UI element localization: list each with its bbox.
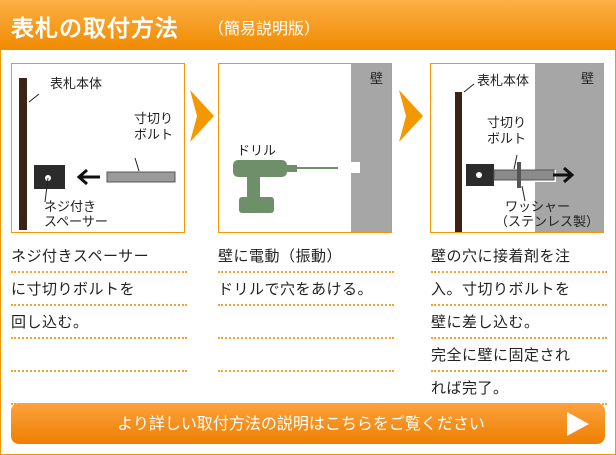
wall-edge-shape <box>535 64 545 232</box>
step2-line-2: ドリルで穴をあける。 <box>218 273 394 306</box>
step2-diagram <box>233 64 391 232</box>
step-arrow-1-icon <box>190 90 214 142</box>
step1-illustration: 表札本体 寸切り ボルト ネジ付き スペーサー <box>11 63 185 233</box>
step3-diagram <box>455 64 603 232</box>
step3-line-1: 壁の穴に接着剤を注 <box>431 240 607 273</box>
bolt-label-line1: 寸切り <box>487 116 527 131</box>
drill-chuck-shape <box>287 165 297 172</box>
step1-line-1: ネジ付きスペーサー <box>11 240 187 273</box>
wall-label: 壁 <box>581 72 595 87</box>
details-link-button[interactable]: より詳しい取付方法の説明はこちらをご覧ください <box>11 403 605 444</box>
step3-line-4: 完全に壁に固定され <box>431 339 607 372</box>
step2-line-4 <box>218 339 394 372</box>
insert-arrow-head <box>563 166 575 184</box>
step1-line-3: 回し込む。 <box>11 306 187 339</box>
bolt-label-line2: ボルト <box>487 132 527 147</box>
step-arrow-2-icon <box>399 90 423 142</box>
play-arrow-icon <box>567 412 589 436</box>
step1-line-2: に寸切りボルトを <box>11 273 187 306</box>
spacer-label-line1: ネジ付き <box>44 200 97 215</box>
step1-instructions: ネジ付きスペーサー に寸切りボルトを 回し込む。 <box>11 240 187 405</box>
bolt-label-line1: 寸切り <box>134 112 174 127</box>
washer-shape <box>517 162 521 188</box>
nameplate-leader-line <box>463 83 475 93</box>
spacer-hole <box>476 172 482 178</box>
washer-leader-line <box>521 185 526 202</box>
drill-grip-shape <box>247 177 260 201</box>
step3-illustration: 表札本体 壁 寸切り ボルト ワッシャー （ステンレス製） <box>430 63 604 233</box>
washer-label-line1: ワッシャー <box>505 200 571 215</box>
bolt-leader-line <box>134 157 140 172</box>
step3-instructions: 壁の穴に接着剤を注 入。寸切りボルトを 壁に差し込む。 完全に壁に固定され れば… <box>431 240 607 405</box>
step1-diagram <box>19 78 176 230</box>
drill-body-shape <box>233 160 287 177</box>
spacer-leader-line <box>44 177 49 203</box>
wall-shape <box>351 64 391 232</box>
step2-line-1: 壁に電動（振動） <box>218 240 394 273</box>
step1-line-4 <box>11 339 187 372</box>
step2-line-5 <box>218 372 394 405</box>
step2-illustration: ドリル 壁 <box>218 63 392 233</box>
header-bar: 表札の取付方法 （簡易説明版） <box>0 0 616 50</box>
wall-shape <box>533 64 603 232</box>
washer-label-line2: （ステンレス製） <box>495 215 600 230</box>
drill-battery-shape <box>239 197 274 213</box>
spacer-label-line2: スペーサー <box>44 215 108 230</box>
step2-line-3 <box>218 306 394 339</box>
threaded-bolt-shape <box>106 171 176 183</box>
insert-arrow-head <box>76 168 88 186</box>
nameplate-leader-line <box>28 93 40 103</box>
nameplate-body-shape <box>455 92 462 232</box>
nameplate-label: 表札本体 <box>50 77 103 92</box>
bolt-label-line2: ボルト <box>134 128 174 143</box>
page-title: 表札の取付方法 <box>11 16 179 42</box>
wall-label: 壁 <box>370 72 384 87</box>
nameplate-label: 表札本体 <box>477 74 530 89</box>
page-subtitle: （簡易説明版） <box>208 19 321 38</box>
step2-instructions: 壁に電動（振動） ドリルで穴をあける。 <box>218 240 394 405</box>
step1-line-5 <box>11 372 187 405</box>
threaded-bolt-shape <box>493 169 555 181</box>
bolt-leader-line <box>513 154 518 170</box>
details-link-label: より詳しい取付方法の説明はこちらをご覧ください <box>117 414 485 433</box>
nameplate-body-shape <box>19 78 27 230</box>
drill-label: ドリル <box>237 144 277 159</box>
step3-line-2: 入。寸切りボルトを <box>431 273 607 306</box>
step3-line-5: れば完了。 <box>431 372 607 405</box>
step3-line-3: 壁に差し込む。 <box>431 306 607 339</box>
